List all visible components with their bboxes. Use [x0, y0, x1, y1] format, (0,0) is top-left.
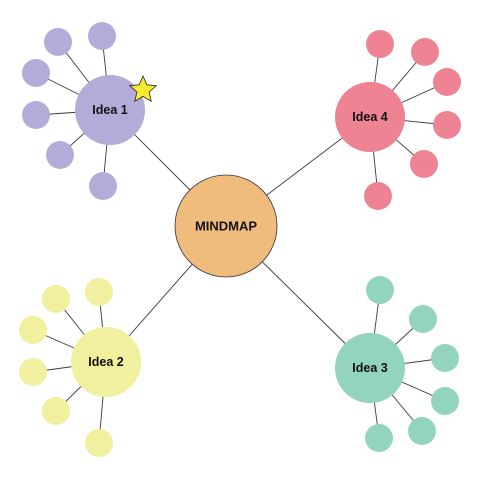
center-label: MINDMAP — [195, 219, 257, 234]
leaf-node[interactable] — [409, 305, 437, 333]
leaf-node[interactable] — [22, 101, 50, 129]
leaf-node[interactable] — [431, 387, 459, 415]
leaf-node[interactable] — [85, 278, 113, 306]
leaf-node[interactable] — [364, 182, 392, 210]
leaf-node[interactable] — [19, 316, 47, 344]
idea-1-node[interactable] — [75, 75, 145, 145]
leaf-node[interactable] — [366, 30, 394, 58]
leaf-node[interactable] — [411, 38, 439, 66]
idea-3-cluster: Idea 3 — [335, 276, 459, 452]
idea-4-label: Idea 4 — [352, 110, 387, 124]
idea-3-node[interactable] — [335, 333, 405, 403]
leaf-node[interactable] — [19, 358, 47, 386]
idea-1-label: Idea 1 — [92, 103, 127, 117]
leaf-node[interactable] — [88, 22, 116, 50]
leaf-node[interactable] — [42, 397, 70, 425]
leaf-node[interactable] — [46, 141, 74, 169]
leaf-node[interactable] — [85, 429, 113, 457]
idea-2-label: Idea 2 — [88, 355, 123, 369]
leaf-node[interactable] — [44, 28, 72, 56]
idea-2-cluster: Idea 2 — [19, 278, 141, 457]
center-node[interactable] — [174, 174, 278, 278]
leaf-node[interactable] — [365, 424, 393, 452]
idea-4-cluster: Idea 4 — [335, 30, 461, 210]
leaf-node[interactable] — [89, 172, 117, 200]
leaf-node[interactable] — [410, 150, 438, 178]
idea-2-node[interactable] — [71, 327, 141, 397]
idea-4-node[interactable] — [335, 82, 405, 152]
leaf-node[interactable] — [433, 111, 461, 139]
leaf-node[interactable] — [42, 285, 70, 313]
leaf-node[interactable] — [22, 59, 50, 87]
leaf-node[interactable] — [408, 417, 436, 445]
leaf-node[interactable] — [366, 276, 394, 304]
star-icon — [128, 74, 158, 103]
leaf-node[interactable] — [431, 344, 459, 372]
idea-1-cluster: Idea 1 — [22, 22, 158, 200]
idea-3-label: Idea 3 — [352, 361, 387, 375]
center-cluster: MINDMAP — [174, 174, 278, 278]
leaf-node[interactable] — [433, 68, 461, 96]
